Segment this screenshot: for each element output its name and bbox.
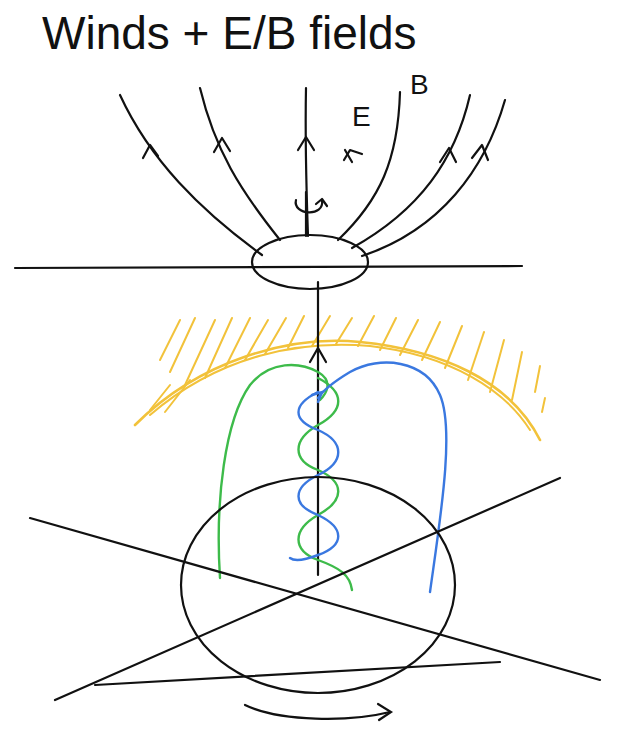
rotation-arrow [378, 704, 391, 720]
rotation-arrow [316, 199, 327, 206]
arrow-mark [214, 138, 230, 152]
arrow-mark [298, 137, 314, 150]
horizon-line [15, 266, 522, 268]
arrow-mark [440, 148, 456, 162]
small-disk [252, 235, 368, 289]
arrow-mark [472, 145, 488, 160]
field-line [362, 100, 505, 256]
arrow-mark [345, 150, 352, 162]
field-line [338, 92, 400, 240]
axis-line [30, 518, 600, 680]
field-line [200, 88, 280, 240]
field-line [306, 88, 308, 236]
axis-line [305, 192, 307, 236]
field-label: E [350, 102, 373, 133]
field-line [120, 95, 262, 255]
field-label: B [408, 70, 431, 101]
arrow-mark [143, 145, 158, 158]
arrow-head [310, 348, 326, 362]
axis-line [95, 662, 500, 685]
diagram-title: Winds + E/B fields [42, 8, 417, 59]
rotation-arrow [245, 705, 390, 719]
axis-line [55, 478, 560, 700]
